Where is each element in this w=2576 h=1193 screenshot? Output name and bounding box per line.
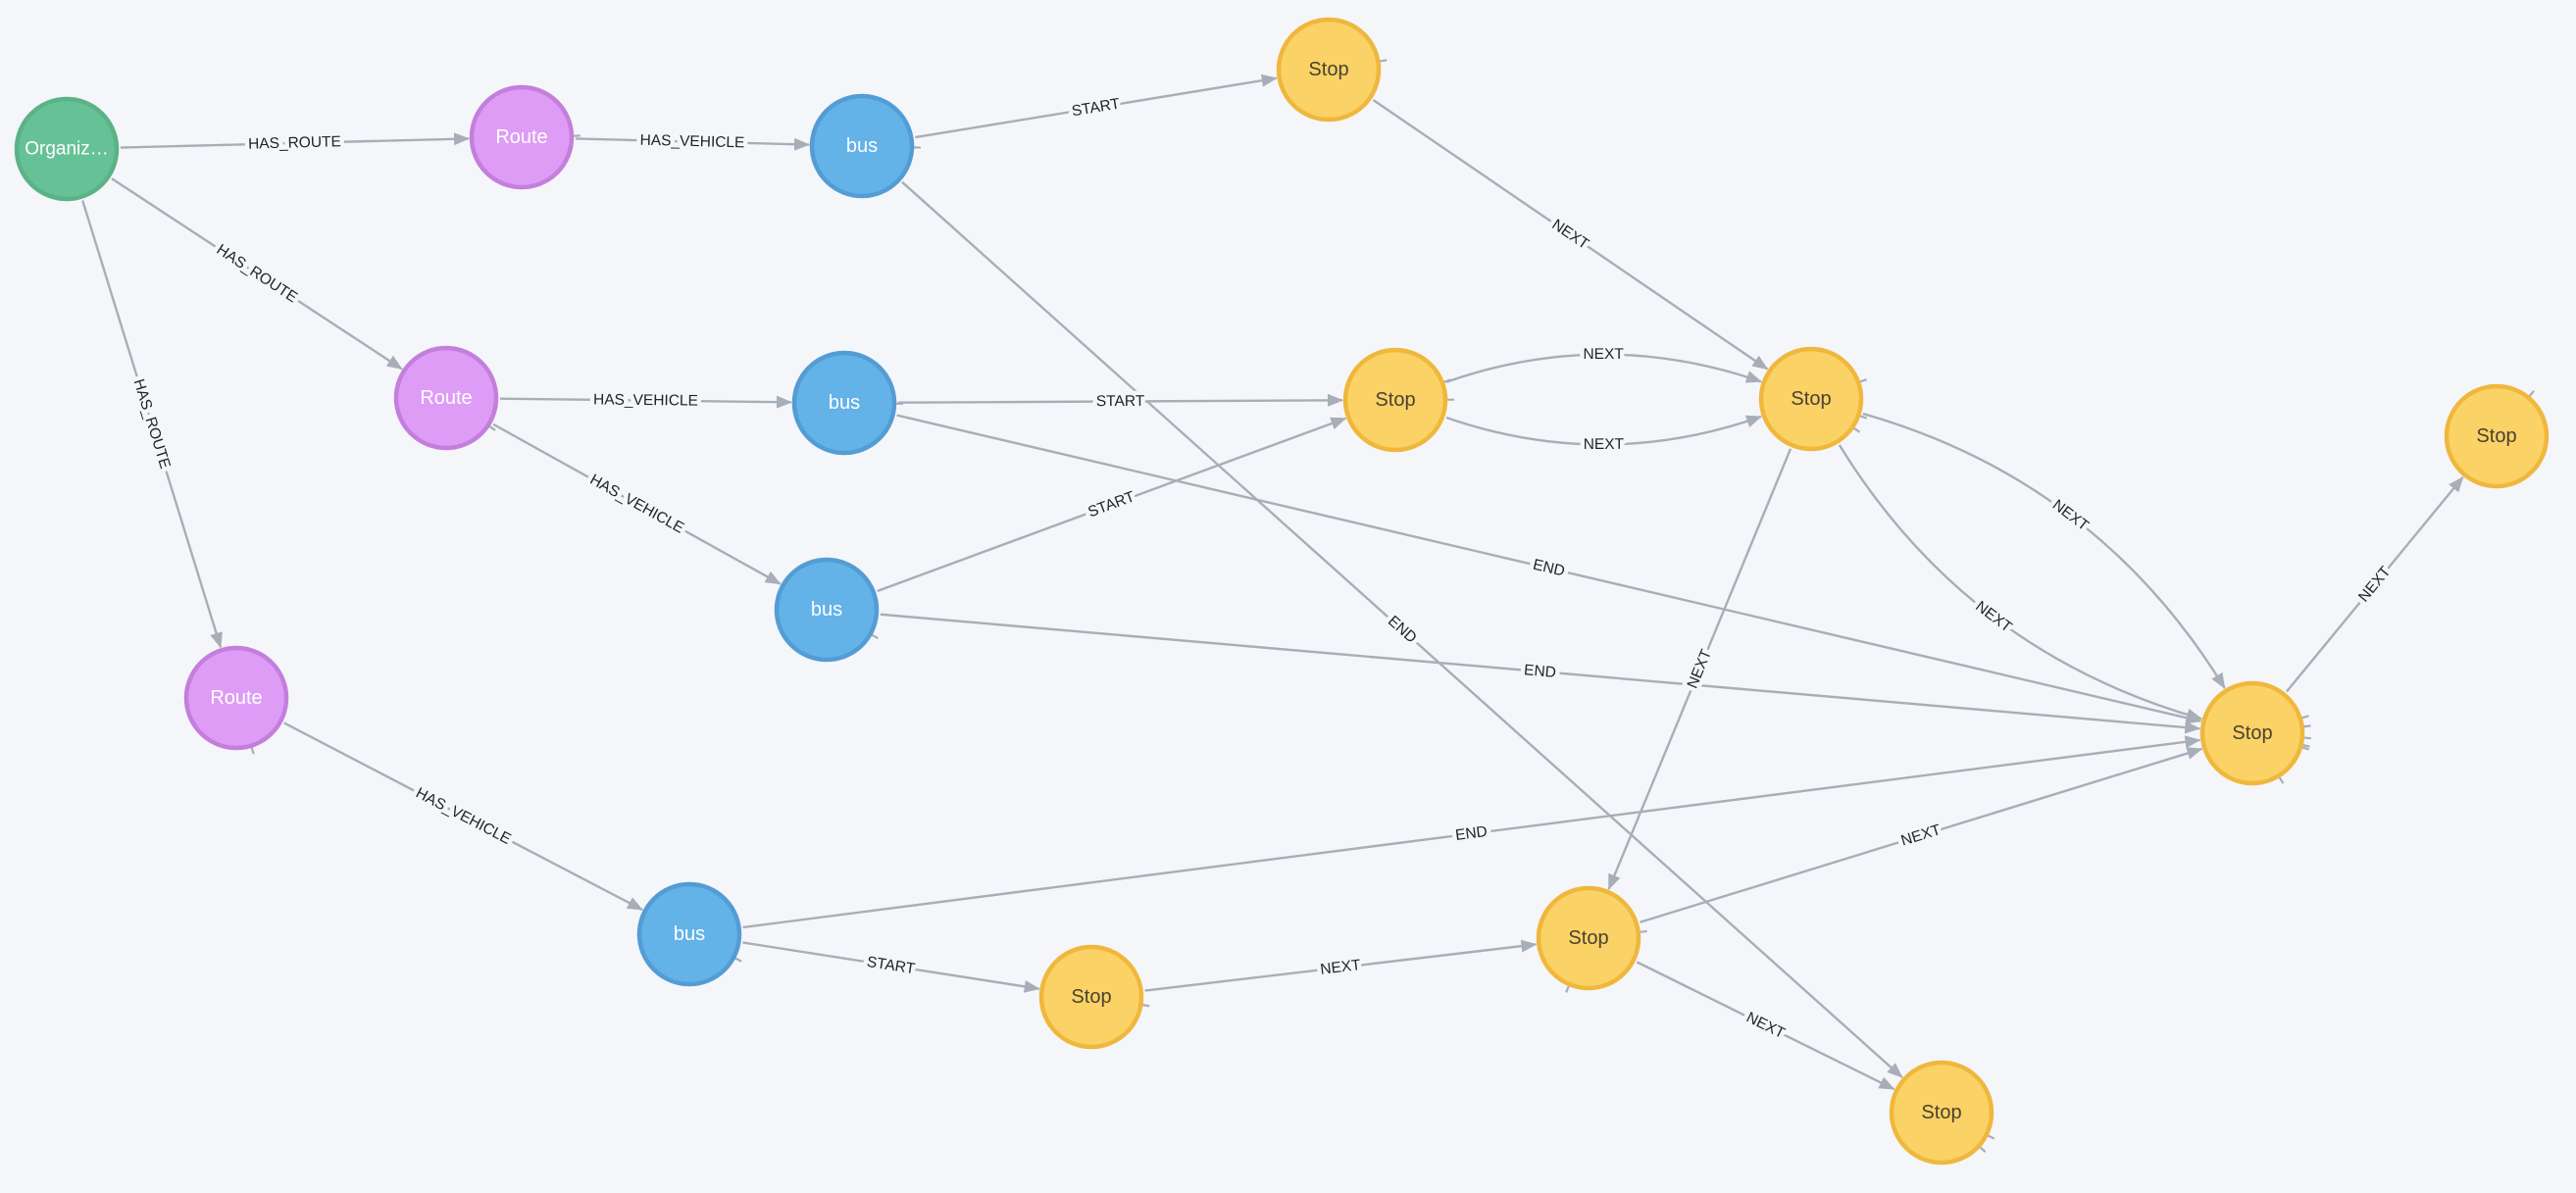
- relationship-line[interactable]: [877, 417, 1347, 593]
- relationship-type-label-next[interactable]: NEXT: [1579, 341, 1629, 367]
- relationship-type-label-next[interactable]: NEXT: [1579, 431, 1629, 457]
- relationship-line[interactable]: [283, 721, 644, 912]
- node-bus-bus3[interactable]: bus: [774, 557, 880, 663]
- relationship-line[interactable]: [896, 414, 2202, 724]
- node-stop-stopH[interactable]: Stop: [1889, 1060, 1995, 1166]
- edge-end-bus3-stopE[interactable]: [880, 613, 2311, 740]
- node-circle[interactable]: [1758, 346, 1864, 452]
- relationship-line[interactable]: [915, 74, 1278, 139]
- relationship-type-label-start[interactable]: START: [1082, 484, 1142, 525]
- node-circle[interactable]: [14, 96, 120, 202]
- relationship-line[interactable]: [81, 200, 223, 649]
- node-circle[interactable]: [393, 345, 499, 451]
- relationship-type-label-has_route[interactable]: HAS_ROUTE: [243, 129, 345, 157]
- relationship-type-label-next[interactable]: NEXT: [1544, 212, 1596, 258]
- relationship-line[interactable]: [901, 180, 1903, 1078]
- node-route-route3[interactable]: Route: [183, 645, 289, 751]
- edge-end-bus2-stopE[interactable]: [896, 414, 2310, 748]
- relationship-type-label-start[interactable]: START: [1066, 91, 1126, 124]
- node-bus-bus2[interactable]: bus: [791, 350, 897, 456]
- node-stop-stopE[interactable]: Stop: [2199, 680, 2305, 786]
- relationship-line[interactable]: [880, 613, 2201, 734]
- relationship-line[interactable]: [120, 132, 471, 149]
- relationship-line[interactable]: [742, 735, 2201, 929]
- node-organization-org1[interactable]: Organiz…: [14, 96, 120, 202]
- relationship-type-label-start[interactable]: START: [861, 949, 921, 982]
- relationship-line[interactable]: [1144, 939, 1538, 992]
- edge-end-bus4-stopE[interactable]: [742, 724, 2311, 929]
- relationship-line[interactable]: [1636, 961, 1895, 1091]
- relationship-type-label-next[interactable]: NEXT: [1680, 642, 1720, 695]
- relationship-type-label-has_vehicle[interactable]: HAS_VEHICLE: [409, 780, 519, 852]
- node-stop-stopB[interactable]: Stop: [1342, 347, 1448, 453]
- relationship-line[interactable]: [111, 177, 403, 371]
- node-circle[interactable]: [469, 84, 575, 190]
- node-route-route2[interactable]: Route: [393, 345, 499, 451]
- node-circle[interactable]: [1038, 944, 1144, 1050]
- relationship-type-label-end[interactable]: END: [1527, 552, 1571, 584]
- relationship-line[interactable]: [1862, 412, 2226, 689]
- relationship-type-label-has_route[interactable]: HAS_ROUTE: [209, 237, 305, 311]
- node-circle[interactable]: [1536, 885, 1642, 991]
- relationship-type-label-start[interactable]: START: [1091, 388, 1149, 414]
- node-stop-stopG[interactable]: Stop: [1038, 944, 1144, 1050]
- node-circle[interactable]: [809, 93, 915, 199]
- relationship-type-label-next[interactable]: NEXT: [1740, 1005, 1793, 1047]
- relationship-line[interactable]: [1445, 415, 1763, 446]
- node-circle[interactable]: [774, 557, 880, 663]
- relationship-line[interactable]: [897, 393, 1343, 407]
- relationship-line[interactable]: [1640, 747, 2203, 923]
- node-circle[interactable]: [791, 350, 897, 456]
- node-stop-stopC[interactable]: Stop: [1758, 346, 1864, 452]
- relationship-line[interactable]: [1607, 448, 1793, 891]
- node-bus-bus1[interactable]: bus: [809, 93, 915, 199]
- relationship-type-label-next[interactable]: NEXT: [1968, 594, 2020, 641]
- relationship-line[interactable]: [2285, 475, 2464, 693]
- node-circle[interactable]: [183, 645, 289, 751]
- relationship-line[interactable]: [1838, 444, 2203, 721]
- relationship-type-label-has_route[interactable]: HAS_ROUTE: [126, 373, 177, 475]
- node-stop-stopA[interactable]: Stop: [1276, 17, 1382, 123]
- relationship-type-label-has_vehicle[interactable]: HAS_VEHICLE: [582, 467, 691, 541]
- node-bus-bus4[interactable]: bus: [636, 881, 742, 987]
- node-circle[interactable]: [1276, 17, 1382, 123]
- relationship-type-label-has_vehicle[interactable]: HAS_VEHICLE: [588, 387, 702, 414]
- node-circle[interactable]: [1342, 347, 1448, 453]
- relationship-line[interactable]: [499, 395, 793, 409]
- relationship-type-label-next[interactable]: NEXT: [1894, 817, 1947, 854]
- relationship-line[interactable]: [492, 423, 782, 585]
- relationship-line[interactable]: [1372, 99, 1769, 371]
- node-stop-stopD[interactable]: Stop: [2444, 383, 2550, 489]
- relationship-line[interactable]: [575, 137, 811, 151]
- relationship-line[interactable]: [1445, 353, 1762, 383]
- relationship-line[interactable]: [742, 941, 1040, 993]
- node-route-route1[interactable]: Route: [469, 84, 575, 190]
- node-circle[interactable]: [1889, 1060, 1995, 1166]
- relationship-type-label-next[interactable]: NEXT: [2045, 492, 2096, 539]
- node-circle[interactable]: [2444, 383, 2550, 489]
- node-stop-stopF[interactable]: Stop: [1536, 885, 1642, 991]
- node-circle[interactable]: [2199, 680, 2305, 786]
- relationship-type-label-has_vehicle[interactable]: HAS_VEHICLE: [635, 127, 749, 156]
- relationship-type-label-end[interactable]: END: [1519, 658, 1561, 686]
- node-circle[interactable]: [636, 881, 742, 987]
- relationship-type-label-end[interactable]: END: [1450, 819, 1493, 848]
- relationship-type-label-next[interactable]: NEXT: [1315, 953, 1367, 983]
